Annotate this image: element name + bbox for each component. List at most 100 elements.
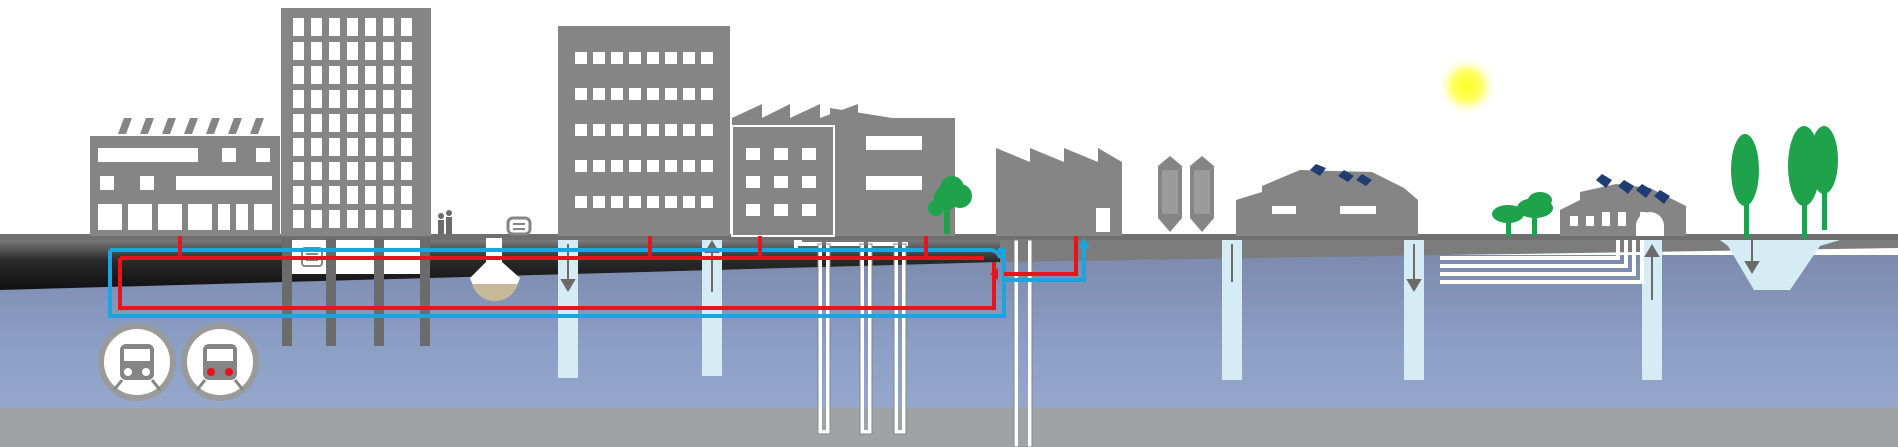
window — [611, 52, 623, 64]
apartment-windows — [575, 52, 713, 208]
window — [701, 160, 713, 172]
window — [365, 66, 376, 84]
window — [647, 196, 659, 208]
window — [365, 18, 376, 36]
heating-network — [108, 236, 1090, 318]
silo-icon — [1158, 156, 1214, 232]
bedrock-layer — [0, 408, 1898, 447]
window — [629, 124, 641, 136]
window — [629, 52, 641, 64]
borehole-loops-outline — [817, 239, 1033, 447]
window — [647, 52, 659, 64]
window — [329, 138, 340, 156]
groundwater-wells — [558, 240, 1662, 380]
sun-icon — [1437, 56, 1497, 116]
window — [347, 18, 358, 36]
window — [383, 114, 394, 132]
window — [401, 186, 412, 204]
hot-pipe — [118, 236, 1078, 310]
window — [629, 88, 641, 100]
window — [701, 52, 713, 64]
window — [629, 160, 641, 172]
window — [293, 114, 304, 132]
window — [683, 196, 695, 208]
window — [665, 196, 677, 208]
window — [347, 210, 358, 228]
window — [647, 124, 659, 136]
train-icon — [181, 323, 259, 401]
window — [311, 90, 322, 108]
window — [701, 124, 713, 136]
kiosk-icon — [506, 216, 532, 236]
window — [347, 138, 358, 156]
window — [383, 138, 394, 156]
window — [365, 138, 376, 156]
window — [647, 160, 659, 172]
apartment-block — [558, 26, 730, 236]
window — [329, 162, 340, 180]
solar-panel-icon — [1596, 174, 1670, 204]
train-icon — [98, 323, 176, 401]
farmhouse — [1236, 164, 1418, 236]
window — [629, 196, 641, 208]
window — [683, 52, 695, 64]
window — [683, 124, 695, 136]
window — [593, 52, 605, 64]
tree-icon — [1492, 192, 1553, 236]
window — [683, 88, 695, 100]
window — [347, 186, 358, 204]
window — [347, 42, 358, 60]
window — [611, 88, 623, 100]
factory-right — [996, 148, 1122, 236]
window — [665, 52, 677, 64]
window — [347, 162, 358, 180]
tower-foundation-piles — [282, 238, 430, 346]
window — [329, 210, 340, 228]
window — [401, 114, 412, 132]
window — [311, 66, 322, 84]
window — [311, 186, 322, 204]
window — [665, 124, 677, 136]
window — [293, 138, 304, 156]
window — [311, 162, 322, 180]
window — [611, 124, 623, 136]
factory-middle — [731, 104, 955, 237]
window — [347, 66, 358, 84]
window — [401, 138, 412, 156]
people-icon — [438, 210, 452, 234]
window — [593, 196, 605, 208]
window — [329, 90, 340, 108]
window — [383, 18, 394, 36]
tower-windows — [293, 18, 412, 228]
window — [401, 162, 412, 180]
window — [293, 162, 304, 180]
window — [329, 114, 340, 132]
window — [347, 90, 358, 108]
window — [383, 90, 394, 108]
infiltration-basin — [1720, 240, 1840, 290]
window — [311, 42, 322, 60]
window — [593, 124, 605, 136]
window — [365, 90, 376, 108]
window — [329, 42, 340, 60]
ground-surface — [0, 234, 1898, 240]
window — [293, 66, 304, 84]
window — [665, 160, 677, 172]
window — [611, 196, 623, 208]
window — [365, 162, 376, 180]
office-tower — [281, 8, 431, 346]
factory-left — [90, 118, 280, 236]
window — [401, 42, 412, 60]
window — [365, 186, 376, 204]
window — [593, 160, 605, 172]
window — [329, 186, 340, 204]
window — [575, 52, 587, 64]
window — [401, 210, 412, 228]
window — [293, 90, 304, 108]
window — [293, 42, 304, 60]
window — [311, 210, 322, 228]
window — [311, 18, 322, 36]
window — [365, 210, 376, 228]
window — [593, 88, 605, 100]
